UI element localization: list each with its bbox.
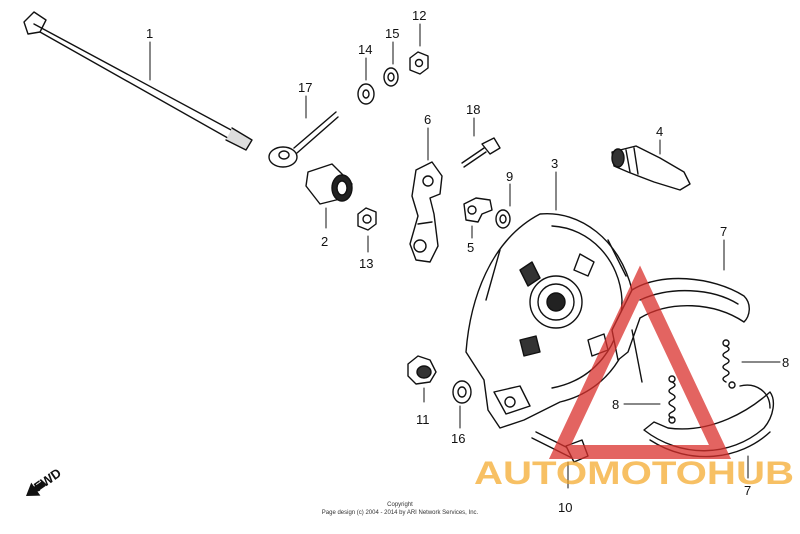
part-spacer xyxy=(305,163,353,205)
part-washer-16 xyxy=(452,380,472,404)
callout-17: 17 xyxy=(298,80,312,95)
callout-6: 6 xyxy=(424,112,431,127)
part-lever-5 xyxy=(463,197,493,223)
part-axle xyxy=(23,11,253,151)
callout-13: 13 xyxy=(359,256,373,271)
callout-11: 11 xyxy=(416,412,430,427)
watermark-logo xyxy=(548,265,732,459)
callout-3: 3 xyxy=(551,156,558,171)
part-cap-nut xyxy=(407,355,437,385)
callout-8-right: 8 xyxy=(782,355,789,370)
copyright-line-2: Page design (c) 2004 - 2014 by ARI Netwo… xyxy=(322,510,479,516)
part-nut-13 xyxy=(357,207,377,231)
callout-7-upper: 7 xyxy=(720,224,727,239)
callout-16: 16 xyxy=(451,431,465,446)
part-bolt-18 xyxy=(461,137,501,168)
part-brake-arm xyxy=(409,161,443,263)
callout-7-lower: 7 xyxy=(744,483,751,498)
part-brake-panel xyxy=(465,213,634,429)
part-washer-9 xyxy=(495,209,511,229)
callout-2: 2 xyxy=(321,234,328,249)
callout-18: 18 xyxy=(466,102,480,117)
callout-1: 1 xyxy=(146,26,153,41)
part-spring-right xyxy=(722,339,736,389)
callout-10: 10 xyxy=(558,500,572,515)
callout-4: 4 xyxy=(656,124,663,139)
callout-9: 9 xyxy=(506,169,513,184)
part-adjuster-bolt xyxy=(268,111,339,168)
callout-14: 14 xyxy=(358,42,372,57)
fwd-arrow-icon xyxy=(26,480,46,496)
leader-lines xyxy=(149,23,781,489)
watermark-text: AUTOMOTOHUB xyxy=(474,455,794,491)
callout-8-left: 8 xyxy=(612,397,619,412)
part-nut-12 xyxy=(409,51,429,75)
callout-15: 15 xyxy=(385,26,399,41)
part-washer-15 xyxy=(383,67,399,87)
part-washer-14 xyxy=(357,83,375,105)
fwd-label: FWD xyxy=(31,465,64,494)
part-spring-left xyxy=(668,375,676,424)
copyright-line-1: Copyright xyxy=(387,502,413,508)
callout-12: 12 xyxy=(412,8,426,23)
callout-5: 5 xyxy=(467,240,474,255)
part-brake-cam xyxy=(611,145,691,191)
